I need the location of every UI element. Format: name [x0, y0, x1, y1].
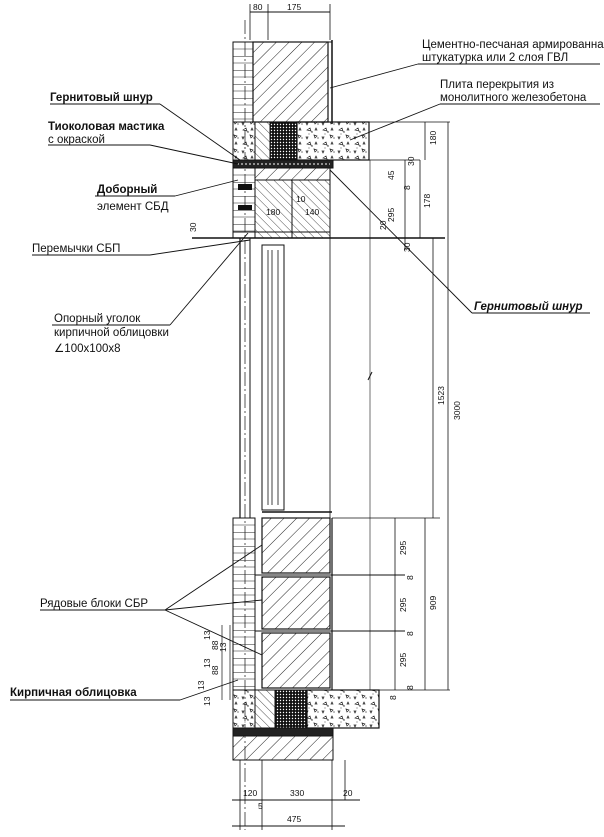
- label-lintels: Перемычки СБП: [32, 243, 120, 255]
- top-dimension: 80 175: [249, 2, 331, 40]
- label-row-blocks: Рядовые блоки СБР: [40, 598, 148, 610]
- label-extra-line1: Доборный: [97, 184, 157, 196]
- dim-bottom-20: 20: [343, 788, 353, 798]
- label-thiokol-line2: с окраской: [48, 134, 105, 146]
- annotation-labels: Цементно-песчаная армированная штукатурк…: [10, 39, 604, 699]
- dim-bottom-330: 330: [290, 788, 304, 798]
- label-angle-line1: Опорный уголок: [54, 313, 141, 325]
- dim-right-1523: 1523: [436, 386, 446, 405]
- label-gernit-top: Гернитовый шнур: [50, 92, 153, 104]
- left-dimensions: 30 13 88 13 88 13 13 13: [188, 222, 231, 706]
- dim-top-80: 80: [253, 2, 263, 12]
- bottom-dimensions: 120 330 20 5 475: [232, 760, 360, 830]
- dim-bottom-120: 120: [243, 788, 257, 798]
- lower-wall: [232, 517, 405, 691]
- leader-lines: [10, 63, 600, 701]
- label-slab-line1: Плита перекрытия из: [440, 79, 554, 91]
- dim-right-30: 30: [406, 156, 416, 166]
- dim-top-175: 175: [287, 2, 301, 12]
- label-thiokol-line1: Тиоколовая мастика: [48, 121, 165, 133]
- dim-right-295-3: 295: [398, 653, 408, 667]
- dim-right-178: 178: [422, 194, 432, 208]
- dim-left-13e: 13: [202, 696, 212, 706]
- dim-in-140: 140: [305, 207, 319, 217]
- dim-right-180: 180: [428, 131, 438, 145]
- floor-slab-upper: [232, 121, 370, 169]
- label-gernit-right: Гернитовый шнур: [474, 301, 583, 313]
- dim-right-45: 45: [386, 170, 396, 180]
- label-angle-line2: кирпичной облицовки: [54, 327, 169, 339]
- right-dimensions: 180 30 178 45 8 295 20 30 1523 3000 909 …: [332, 121, 462, 700]
- label-plaster-line2: штукатурка или 2 слоя ГВЛ: [422, 52, 568, 64]
- upper-wall-block: [252, 40, 333, 124]
- label-brick: Кирпичная облицовка: [10, 687, 137, 699]
- dim-right-8: 8: [402, 185, 412, 190]
- dim-left-13b: 13: [202, 658, 212, 668]
- dim-right-3000: 3000: [452, 401, 462, 420]
- dim-right-295-2: 295: [398, 598, 408, 612]
- dim-right-8d: 8: [388, 695, 398, 700]
- dim-right-295-top: 295: [386, 208, 396, 222]
- dim-bottom-5: 5: [258, 801, 263, 811]
- dim-left-88a: 88: [210, 640, 220, 650]
- dim-left-13d: 13: [218, 642, 228, 652]
- dim-right-909: 909: [428, 596, 438, 610]
- label-slab-line2: монолитного железобетона: [440, 92, 587, 104]
- dim-bottom-475: 475: [287, 814, 301, 824]
- lintel-zone: 180 140 10: [192, 167, 445, 239]
- label-extra-line2: элемент СБД: [97, 201, 169, 213]
- dim-left-30: 30: [188, 222, 198, 232]
- dim-in-10: 10: [296, 194, 306, 204]
- window-opening: [239, 238, 332, 518]
- dim-right-8b: 8: [405, 631, 415, 636]
- dim-right-295-1: 295: [398, 541, 408, 555]
- label-angle-line3: ∠100x100x8: [54, 343, 121, 355]
- dim-in-180: 180: [266, 207, 280, 217]
- brick-cladding-upper: [232, 41, 254, 123]
- dim-right-8c: 8: [405, 685, 415, 690]
- floor-slab-lower: [232, 689, 380, 761]
- dim-left-13c: 13: [196, 680, 206, 690]
- dim-right-20: 20: [378, 220, 388, 230]
- label-plaster-line1: Цементно-песчаная армированная: [422, 39, 604, 51]
- dim-left-13a: 13: [202, 630, 212, 640]
- dim-right-8a: 8: [405, 575, 415, 580]
- dim-left-88b: 88: [210, 665, 220, 675]
